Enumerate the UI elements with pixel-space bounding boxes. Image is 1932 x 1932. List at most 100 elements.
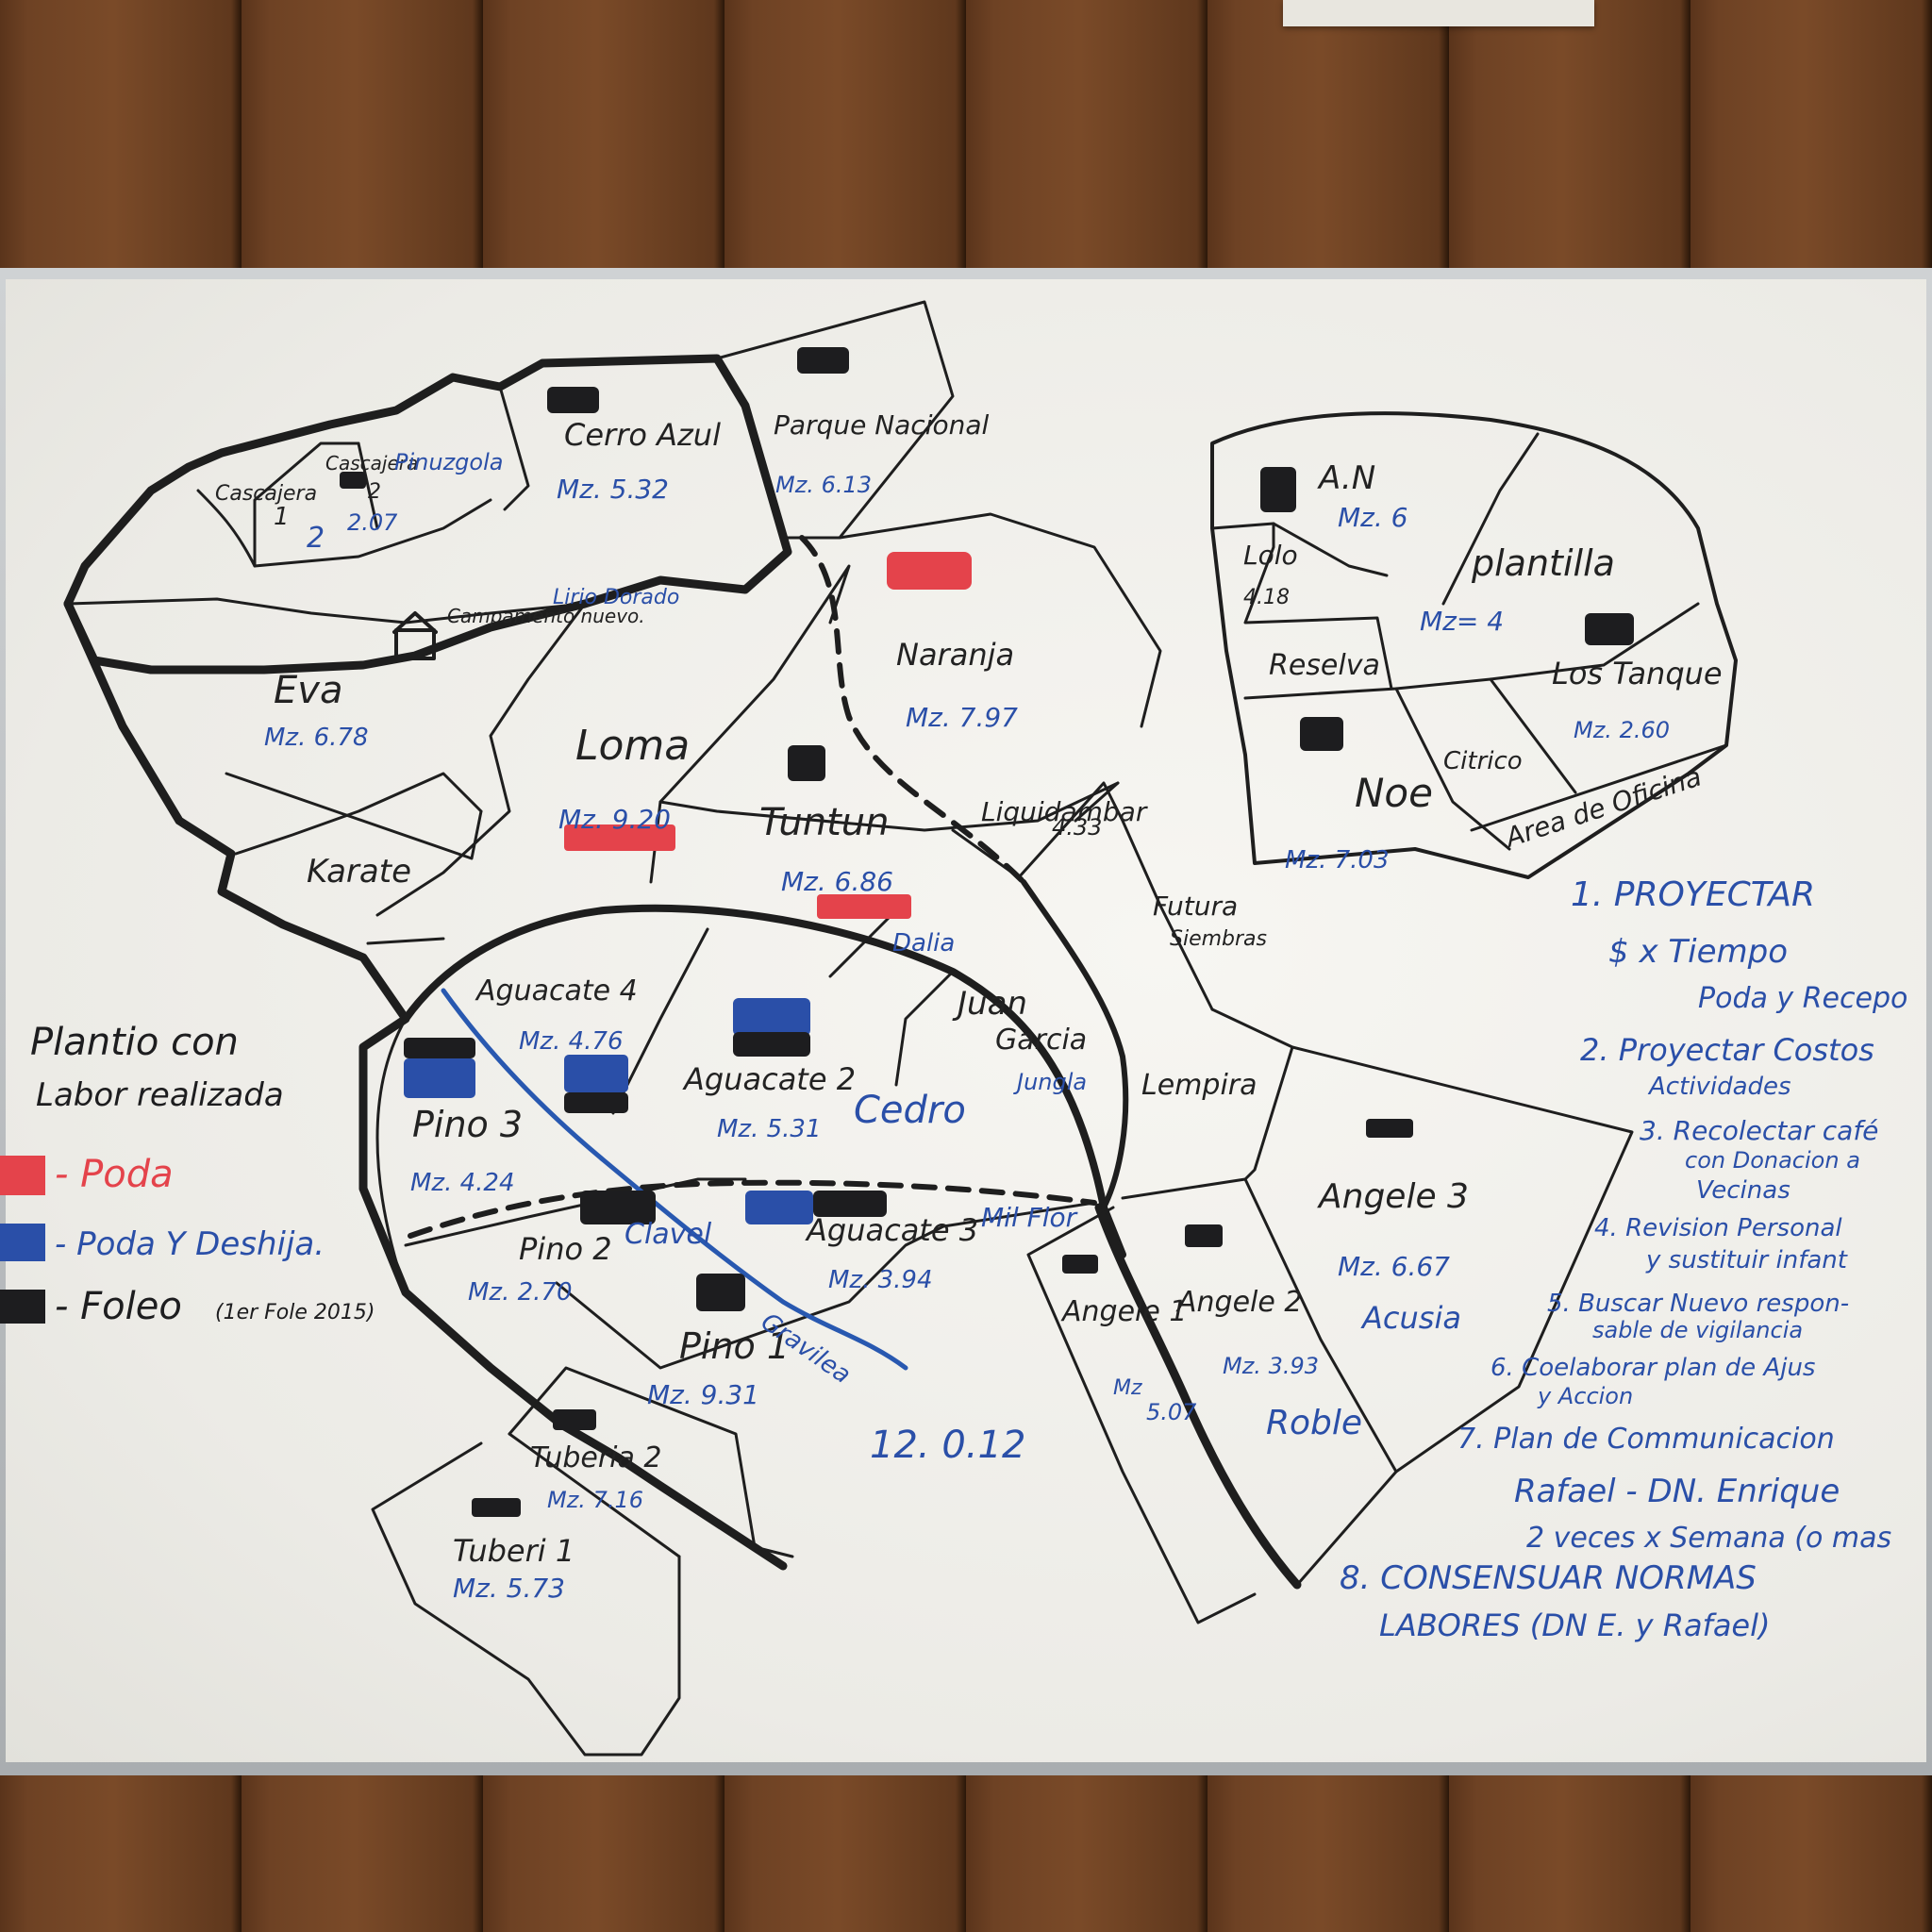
label-lempira: Lempira (1141, 1069, 1257, 1102)
label-jungla: Jungla (1013, 1069, 1087, 1095)
legend: Plantio con Labor realizada - Poda - Pod… (30, 1021, 375, 1328)
label-tuntun: Tuntun (759, 801, 890, 844)
task-line: 3. Recolectar café (1640, 1115, 1878, 1146)
label-aguacate-4: Aguacate 4 (475, 974, 638, 1008)
value-loma: Mz. 9.20 (558, 804, 671, 835)
label-liquidambar-val: 4.33 (1052, 814, 1102, 841)
label-karate: Karate (307, 853, 411, 891)
value-aguacate-2: Mz. 5.31 (717, 1115, 822, 1143)
value-plantilla: Mz= 4 (1420, 606, 1504, 637)
value-aguacate-3: Mz. 3.94 (828, 1266, 933, 1294)
east-boundary (1210, 411, 1738, 879)
dashed-road-2 (408, 1179, 1097, 1239)
task-line: 5. Buscar Nuevo respon- (1547, 1290, 1849, 1318)
legend-label-poda-deshija: - Poda Y Deshija. (55, 1225, 325, 1263)
label-juan: Juan (952, 985, 1027, 1023)
south-spine (1094, 1203, 1302, 1590)
house-roof (392, 611, 438, 634)
task-line: Rafael - DN. Enrique (1514, 1473, 1840, 1510)
value-pino-2: Mz. 2.70 (468, 1278, 573, 1307)
task-line: 4. Revision Personal (1594, 1214, 1842, 1242)
label-angele-3: Angele 3 (1317, 1177, 1469, 1216)
label-cascajera-2-num: 2 (368, 480, 381, 504)
label-aguacate-2: Aguacate 2 (682, 1061, 856, 1097)
label-siembras: Siembras (1170, 927, 1267, 951)
legend-note-foleo: (1er Fole 2015) (215, 1301, 375, 1324)
label-total: 12. 0.12 (870, 1424, 1025, 1467)
river (441, 988, 908, 1371)
marker-blocks (340, 347, 1634, 1517)
task-line: Vecinas (1696, 1176, 1790, 1205)
task-line: sable de vigilancia (1592, 1317, 1803, 1343)
label-parque-nacional: Parque Nacional (774, 409, 990, 441)
west-boundary-ext (63, 599, 788, 1571)
task-line: 1. PROYECTAR (1571, 875, 1815, 914)
task-line: 2 veces x Semana (o mas (1526, 1522, 1891, 1555)
value-aguacate-4: Mz. 4.76 (519, 1027, 624, 1056)
whiteboard-surface (6, 279, 1926, 1762)
label-reselva: Reselva (1269, 649, 1380, 682)
label-cascajera-2: Cascajera (325, 452, 418, 475)
value-parque-nacional: Mz. 6.13 (775, 472, 872, 498)
task-line: LABORES (DN E. y Rafael) (1379, 1607, 1770, 1643)
label-lirio-dorado: Lirio Dorado (553, 586, 679, 609)
label-campamento: Campamento nuevo. (447, 605, 645, 627)
label-loma: Loma (575, 722, 690, 770)
legend-title-2: Labor realizada (36, 1076, 284, 1114)
label-pino-3: Pino 3 (412, 1104, 523, 1145)
task-line: 8. CONSENSUAR NORMAS (1340, 1559, 1757, 1597)
value-angele-1-a: Mz (1113, 1376, 1142, 1400)
value-cerro-azul: Mz. 5.32 (557, 474, 669, 505)
plot-values: 2.07 2 Pinuzgola Mz. 5.32 Mz. 6.13 Lirio… (264, 449, 1670, 1604)
label-cerro-azul: Cerro Azul (564, 417, 721, 453)
value-angele-3: Mz. 6.67 (1338, 1251, 1450, 1282)
label-cedro: Cedro (854, 1089, 966, 1132)
dashed-road (799, 535, 1026, 885)
value-tuntun: Mz. 6.86 (781, 866, 893, 897)
task-line: $ x Tiempo (1608, 933, 1788, 971)
task-line: con Donacion a (1685, 1147, 1860, 1174)
label-pino-1: Pino 1 (679, 1325, 790, 1367)
task-list: 1. PROYECTAR $ x Tiempo Poda y Recepo 2.… (1340, 875, 1907, 1643)
label-garcia: Garcia (995, 1024, 1087, 1057)
value-cascajera-1: 2 (307, 522, 325, 555)
task-line: Poda y Recepo (1698, 982, 1907, 1015)
label-cascajera-1-num: 1 (274, 503, 290, 531)
label-area-oficina: Area de Oficina (1500, 761, 1706, 855)
label-lolo-val: 4.18 (1243, 586, 1290, 609)
inner-spine (1021, 879, 1129, 1210)
central-ring (402, 904, 1126, 1258)
value-angele-1-b: 5.07 (1146, 1399, 1197, 1425)
value-pino-3: Mz. 4.24 (410, 1169, 515, 1197)
label-cascajera-1: Cascajera (215, 482, 317, 506)
value-los-tanque: Mz. 2.60 (1574, 717, 1670, 743)
label-liquidambar: Liquidambar (981, 796, 1148, 827)
value-tuberia-2: Mz. 7.16 (547, 1487, 643, 1513)
task-line: 7. Plan de Communicacion (1457, 1423, 1835, 1456)
value-tuberia-1: Mz. 5.73 (453, 1573, 565, 1604)
label-tuberia-1: Tuberi 1 (453, 1533, 575, 1569)
task-line: Actividades (1647, 1073, 1791, 1101)
legend-swatch-poda-deshija (0, 1224, 45, 1261)
label-plantilla: plantilla (1471, 542, 1615, 584)
task-line: 6. Coelaborar plan de Ajus (1491, 1354, 1815, 1382)
value-cascajera-2: 2.07 (347, 509, 398, 536)
value-noe: Mz. 7.03 (1285, 846, 1390, 874)
legend-swatch-foleo (0, 1290, 45, 1324)
label-angele-1: Angele 1 (1060, 1295, 1187, 1328)
task-line: y sustituir infant (1645, 1246, 1848, 1274)
value-naranja: Mz. 7.97 (906, 702, 1018, 733)
label-tuberia-2: Tuberia 2 (530, 1441, 662, 1474)
whiteboard-frame (0, 268, 1932, 1775)
legend-title-1: Plantio con (30, 1021, 239, 1064)
label-an: A.N (1317, 459, 1375, 497)
label-acusia: Acusia (1360, 1300, 1461, 1336)
label-angele-2: Angele 2 (1175, 1286, 1302, 1319)
value-pino-1: Mz. 9.31 (647, 1379, 759, 1410)
label-naranja: Naranja (896, 637, 1014, 673)
label-pinuzgola: Pinuzgola (394, 449, 503, 475)
label-los-tanque: Los Tanque (1552, 656, 1723, 691)
west-boundary (63, 354, 792, 675)
legend-label-foleo: - Foleo (55, 1285, 182, 1328)
